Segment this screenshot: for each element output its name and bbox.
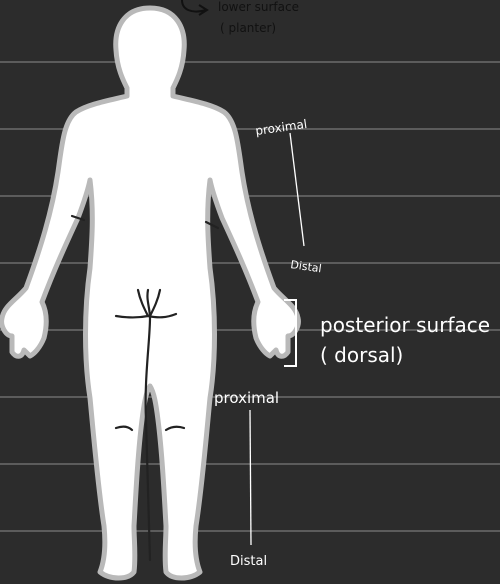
arm-proximal-distal-line (290, 133, 304, 246)
body-silhouette (2, 8, 299, 578)
arm-proximal-label: proximal (254, 117, 308, 138)
posterior-surface-annotation: posterior surface ( dorsal) (284, 300, 490, 367)
arm-distal-label: Distal (290, 258, 323, 275)
dorsal-label: ( dorsal) (320, 343, 403, 367)
planter-label: ( planter) (220, 21, 276, 35)
human-body-figure (2, 8, 299, 578)
leg-distal-label: Distal (230, 554, 267, 569)
leg-proximal-label: proximal (214, 389, 279, 407)
lower-surface-label: lower surface (218, 0, 299, 14)
leg-proximal-distal-line (250, 410, 251, 545)
lower-surface-pointer-arrow (182, 0, 206, 12)
lower-surface-annotation: lower surface ( planter) (182, 0, 299, 35)
posterior-surface-label: posterior surface (320, 313, 490, 337)
leg-proximal-distal-annotation: proximal Distal (214, 389, 279, 569)
